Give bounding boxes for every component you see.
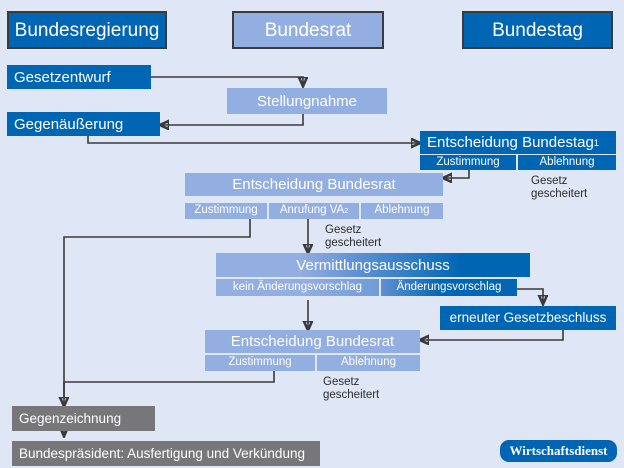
step-gegenzeichnung[interactable]: Gegenzeichnung xyxy=(12,406,155,431)
step-bundespraesident[interactable]: Bundespräsident: Ausfertigung und Verkün… xyxy=(12,441,320,466)
option-br2-zustimmung-label: Zustimmung xyxy=(228,356,292,369)
wirtschaftsdienst-label: Wirtschaftsdienst xyxy=(509,443,608,458)
option-br1-ablehnung-label: Ablehnung xyxy=(374,204,430,217)
step-gesetzentwurf-label: Gesetzentwurf xyxy=(14,68,111,86)
step-gesetzentwurf[interactable]: Gesetzentwurf xyxy=(7,65,151,89)
option-va-aenderungsvorschlag-label: Änderungsvorschlag xyxy=(396,280,502,293)
option-br1-ablehnung[interactable]: Ablehnung xyxy=(361,203,443,219)
header-bundesregierung[interactable]: Bundesregierung xyxy=(7,11,167,49)
step-entscheidung-bundestag-label: Entscheidung Bundestag xyxy=(427,134,594,151)
step-gegenaeusserung[interactable]: Gegenäußerung xyxy=(7,112,160,136)
note-gescheitert-2: Gesetz gescheitert xyxy=(325,224,382,249)
option-bt-ablehnung[interactable]: Ablehnung xyxy=(518,155,616,170)
header-bundestag-label: Bundestag xyxy=(492,19,583,41)
wire-gegenaeusserung-bundestag xyxy=(87,135,420,143)
step-gegenaeusserung-label: Gegenäußerung xyxy=(14,115,124,133)
step-vermittlungsausschuss-label: Vermittlungsausschuss xyxy=(296,256,450,274)
wire-entwurf-stellungnahme xyxy=(151,76,303,86)
header-bundesrat-label: Bundesrat xyxy=(264,19,352,41)
option-bt-zustimmung-label: Zustimmung xyxy=(436,155,500,168)
wire-erneut-br2 xyxy=(420,330,564,340)
step-erneuter-gesetzbeschluss-label: erneuter Gesetzbeschluss xyxy=(449,310,607,326)
note-gescheitert-3: Gesetz gescheitert xyxy=(323,376,380,401)
option-bt-ablehnung-label: Ablehnung xyxy=(539,155,595,168)
option-br2-ablehnung-label: Ablehnung xyxy=(341,356,396,369)
option-br1-anrufung-va-label: Anrufung VA xyxy=(279,204,345,217)
header-bundestag[interactable]: Bundestag xyxy=(462,11,613,49)
note-gescheitert-1: Gesetz gescheitert xyxy=(531,175,588,200)
step-bundespraesident-label: Bundespräsident: Ausfertigung und Verkün… xyxy=(19,445,305,461)
step-entscheidung-bundesrat-1[interactable]: Entscheidung Bundesrat xyxy=(185,173,443,196)
step-stellungnahme[interactable]: Stellungnahme xyxy=(227,88,387,114)
step-entscheidung-bundesrat-1-label: Entscheidung Bundesrat xyxy=(232,176,396,193)
header-bundesregierung-label: Bundesregierung xyxy=(14,19,160,41)
step-entscheidung-bundesrat-2-label: Entscheidung Bundesrat xyxy=(230,333,395,350)
step-vermittlungsausschuss[interactable]: Vermittlungsausschuss xyxy=(216,253,530,277)
step-gegenzeichnung-label: Gegenzeichnung xyxy=(19,410,122,426)
header-bundesrat[interactable]: Bundesrat xyxy=(232,11,384,49)
option-br1-zustimmung-label: Zustimmung xyxy=(194,204,258,217)
option-va-aenderungsvorschlag[interactable]: Änderungsvorschlag xyxy=(381,279,517,296)
option-br2-ablehnung[interactable]: Ablehnung xyxy=(317,355,420,371)
wire-bt-zustimmung-br1 xyxy=(443,170,470,178)
option-br2-zustimmung[interactable]: Zustimmung xyxy=(205,355,315,371)
wirtschaftsdienst-badge[interactable]: Wirtschaftsdienst xyxy=(500,440,617,462)
option-va-kein-aenderungsvorschlag-label: kein Änderungsvorschlag xyxy=(232,280,363,293)
step-erneuter-gesetzbeschluss[interactable]: erneuter Gesetzbeschluss xyxy=(440,306,616,330)
wire-va-aenderung-erneut xyxy=(517,288,543,304)
option-br1-zustimmung[interactable]: Zustimmung xyxy=(185,203,267,219)
step-entscheidung-bundesrat-2[interactable]: Entscheidung Bundesrat xyxy=(205,330,420,353)
option-bt-zustimmung[interactable]: Zustimmung xyxy=(420,155,516,170)
wire-br1-zustimmung-rail xyxy=(63,219,251,398)
wire-stellungnahme-gegenaeusserung xyxy=(160,114,304,125)
option-va-kein-aenderungsvorschlag[interactable]: kein Änderungsvorschlag xyxy=(216,279,379,296)
step-stellungnahme-label: Stellungnahme xyxy=(256,92,358,110)
